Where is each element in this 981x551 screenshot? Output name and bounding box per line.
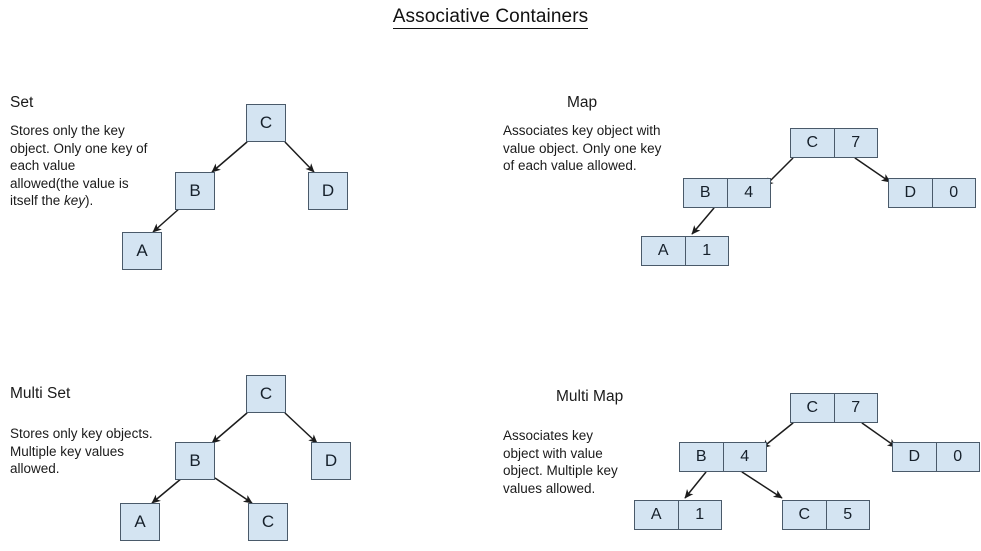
map-node-left-left-key: A bbox=[657, 242, 669, 259]
set-node-left-left-key: A bbox=[136, 241, 148, 260]
set-desc-line-1: Stores only the key bbox=[10, 123, 125, 138]
multimap-node-left-key: B bbox=[695, 448, 707, 465]
multimap-node-left-left-key: A bbox=[650, 506, 662, 523]
section-heading-multiset: Multi Set bbox=[10, 385, 71, 402]
map-node-left-key: B bbox=[699, 184, 711, 201]
multiset-node-left-right-key: C bbox=[261, 512, 275, 531]
multimap-node-root-value: 7 bbox=[833, 394, 878, 422]
multimap-node-left-right-key: C bbox=[798, 506, 811, 523]
map-node-root-value: 7 bbox=[833, 129, 878, 157]
set-node-right-key: D bbox=[321, 181, 335, 200]
set-desc-line-3: each value bbox=[10, 158, 76, 173]
map-node-right-value: 0 bbox=[931, 179, 976, 207]
set-node-left-left: A bbox=[122, 232, 162, 270]
set-node-root-key: C bbox=[259, 113, 273, 132]
set-desc-keyword-key: key bbox=[64, 193, 86, 208]
multiset-node-root-key: C bbox=[259, 384, 273, 403]
multimap-node-left-value: 4 bbox=[722, 443, 767, 471]
set-desc-line-5-pre: itself the bbox=[10, 193, 65, 208]
map-node-root: C 7 bbox=[790, 128, 878, 158]
section-description-set: Stores only the key object. Only one key… bbox=[10, 122, 175, 210]
set-desc-line-4: allowed(the value is bbox=[10, 175, 129, 191]
multimap-node-left-right: C 5 bbox=[782, 500, 870, 530]
multiset-node-left-key: B bbox=[189, 451, 201, 470]
set-node-left-key: B bbox=[189, 181, 201, 200]
multimap-node-right: D 0 bbox=[892, 442, 980, 472]
multimap-node-right-key: D bbox=[908, 448, 921, 465]
map-node-left-value: 4 bbox=[726, 179, 771, 207]
set-node-left: B bbox=[175, 172, 215, 210]
set-desc-line-2: object. Only one key of bbox=[10, 140, 148, 156]
section-heading-set: Set bbox=[10, 94, 34, 111]
multiset-node-right: D bbox=[311, 442, 351, 480]
multiset-node-left: B bbox=[175, 442, 215, 480]
multiset-node-left-left-key: A bbox=[134, 512, 146, 531]
multimap-node-left-right-value: 5 bbox=[825, 501, 870, 529]
page-title-text: Associative Containers bbox=[392, 6, 589, 29]
map-node-left: B 4 bbox=[683, 178, 771, 208]
map-node-right-key: D bbox=[904, 184, 917, 201]
set-node-right: D bbox=[308, 172, 348, 210]
multimap-node-root-key: C bbox=[806, 399, 819, 416]
section-heading-multimap: Multi Map bbox=[556, 388, 624, 405]
multiset-node-left-left: A bbox=[120, 503, 160, 541]
set-desc-line-5: itself the key). bbox=[10, 192, 175, 210]
multiset-node-left-right: C bbox=[248, 503, 288, 541]
multimap-node-left-left-value: 1 bbox=[677, 501, 722, 529]
section-description-multimap: Associates key object with value object.… bbox=[503, 428, 618, 496]
multiset-node-right-key: D bbox=[324, 451, 338, 470]
multimap-node-left: B 4 bbox=[679, 442, 767, 472]
section-description-map: Associates key object with value object.… bbox=[503, 123, 662, 173]
page-title: Associative Containers bbox=[0, 6, 981, 29]
multimap-node-root: C 7 bbox=[790, 393, 878, 423]
section-heading-map: Map bbox=[567, 94, 598, 111]
set-desc-line-5-post: ). bbox=[85, 193, 94, 208]
map-node-left-left-value: 1 bbox=[684, 237, 729, 265]
section-description-multiset: Stores only key objects. Multiple key va… bbox=[10, 426, 153, 476]
set-node-root: C bbox=[246, 104, 286, 142]
multimap-node-left-left: A 1 bbox=[634, 500, 722, 530]
map-node-left-left: A 1 bbox=[641, 236, 729, 266]
map-node-root-key: C bbox=[806, 134, 819, 151]
map-node-right: D 0 bbox=[888, 178, 976, 208]
multimap-node-right-value: 0 bbox=[935, 443, 980, 471]
multiset-node-root: C bbox=[246, 375, 286, 413]
